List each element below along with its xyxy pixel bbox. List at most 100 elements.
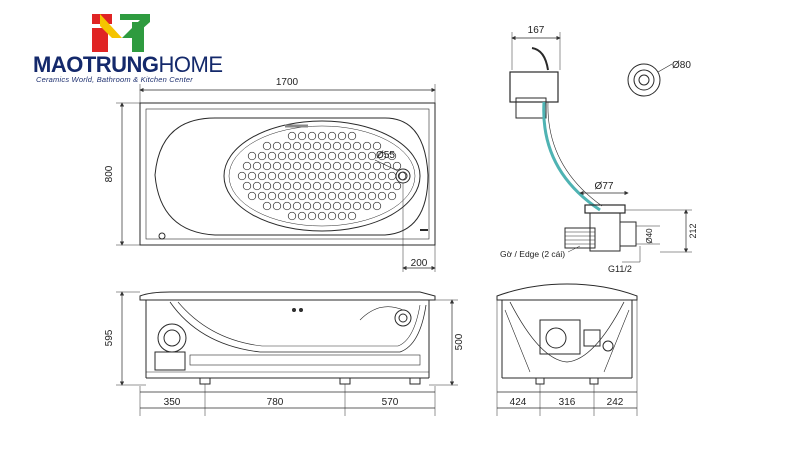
massage-dimple: [317, 211, 327, 221]
massage-dimple: [372, 161, 382, 171]
brand-logo-icon: [92, 14, 150, 52]
massage-dimple: [327, 171, 337, 181]
massage-dimple: [272, 161, 282, 171]
massage-dimple: [317, 191, 327, 201]
massage-dimple: [282, 141, 292, 151]
massage-dimple: [267, 151, 277, 161]
massage-dimple: [357, 151, 367, 161]
massage-dimple: [382, 181, 392, 191]
massage-dimple: [312, 181, 322, 191]
massage-dimple: [272, 201, 282, 211]
massage-dimple: [352, 181, 362, 191]
massage-dimple: [367, 151, 377, 161]
dim-front-seg-1: 350: [164, 397, 181, 408]
dim-side-seg-3: 242: [607, 397, 624, 408]
massage-dimple: [342, 201, 352, 211]
massage-dimple: [352, 161, 362, 171]
massage-dimple: [312, 161, 322, 171]
massage-dimple: [312, 141, 322, 151]
massage-dimple: [317, 171, 327, 181]
massage-dimple: [392, 161, 402, 171]
massage-dimple: [372, 201, 382, 211]
dim-pipe-dia: Ø40: [645, 228, 654, 244]
massage-dimple: [322, 161, 332, 171]
massage-dimple: [367, 171, 377, 181]
massage-dimple: [352, 201, 362, 211]
massage-dimple: [287, 151, 297, 161]
massage-dimple: [392, 181, 402, 191]
massage-dimple: [337, 171, 347, 181]
massage-dimple: [347, 211, 357, 221]
massage-dimple: [332, 141, 342, 151]
massage-dimple: [322, 201, 332, 211]
massage-dimple: [277, 191, 287, 201]
massage-dimple: [327, 191, 337, 201]
massage-dimple: [252, 161, 262, 171]
massage-dimple: [292, 181, 302, 191]
massage-dimple: [302, 161, 312, 171]
side-view: [496, 283, 638, 416]
massage-dimple: [362, 161, 372, 171]
massage-dimple: [372, 181, 382, 191]
dim-waste-dia: Ø77: [595, 181, 614, 192]
massage-dimple: [337, 131, 347, 141]
massage-dimple: [307, 131, 317, 141]
massage-dimple: [332, 201, 342, 211]
massage-dimple: [242, 181, 252, 191]
massage-dimple: [262, 161, 272, 171]
massage-dimple: [262, 141, 272, 151]
massage-dimple: [237, 171, 247, 181]
massage-dimple: [382, 161, 392, 171]
massage-dimple: [302, 201, 312, 211]
massage-dimple: [297, 211, 307, 221]
dim-front-seg-3: 570: [382, 397, 399, 408]
massage-dimple: [332, 161, 342, 171]
massage-dimple: [302, 141, 312, 151]
massage-dimple: [307, 191, 317, 201]
dim-side-seg-2: 316: [559, 397, 576, 408]
massage-dimple: [287, 131, 297, 141]
edge-note: Gờ / Edge (2 cái): [500, 249, 565, 259]
massage-dimple: [272, 141, 282, 151]
dim-front-height-outer: 595: [104, 329, 115, 346]
drain-detail: [509, 32, 692, 263]
massage-dimple: [242, 161, 252, 171]
massage-dimple: [312, 201, 322, 211]
massage-dimple: [247, 171, 257, 181]
massage-dimple: [347, 191, 357, 201]
massage-dimple: [287, 171, 297, 181]
dim-thread: G11/2: [608, 264, 632, 274]
dim-front-seg-2: 780: [267, 397, 284, 408]
massage-dimple: [317, 131, 327, 141]
massage-dimple: [327, 151, 337, 161]
massage-dimple: [287, 211, 297, 221]
massage-dimple: [387, 191, 397, 201]
massage-dimple: [362, 201, 372, 211]
massage-dimple: [357, 171, 367, 181]
brand-tagline: Ceramics World, Bathroom & Kitchen Cente…: [36, 75, 194, 84]
massage-dimple: [282, 181, 292, 191]
massage-dimple: [292, 161, 302, 171]
front-view: [116, 291, 458, 416]
massage-dimple: [267, 171, 277, 181]
massage-dimple: [362, 141, 372, 151]
massage-dimple: [332, 181, 342, 191]
dim-drain-dia: Ø55: [376, 150, 395, 161]
massage-dimple: [277, 151, 287, 161]
massage-dimple: [357, 191, 367, 201]
massage-dimple: [342, 161, 352, 171]
massage-dimple: [267, 191, 277, 201]
dim-pipe-height: 212: [688, 223, 698, 238]
massage-dimple: [347, 171, 357, 181]
brand-name: MAOTRUNGHOME: [33, 52, 223, 77]
massage-dimple: [377, 171, 387, 181]
massage-dimple: [337, 211, 347, 221]
massage-dimple: [372, 141, 382, 151]
dim-front-height-inner: 500: [454, 333, 465, 350]
massage-dimple: [257, 191, 267, 201]
massage-dimple: [362, 181, 372, 191]
massage-dimple: [292, 201, 302, 211]
massage-dimple: [342, 181, 352, 191]
massage-dimple: [327, 211, 337, 221]
massage-dimple: [387, 171, 397, 181]
